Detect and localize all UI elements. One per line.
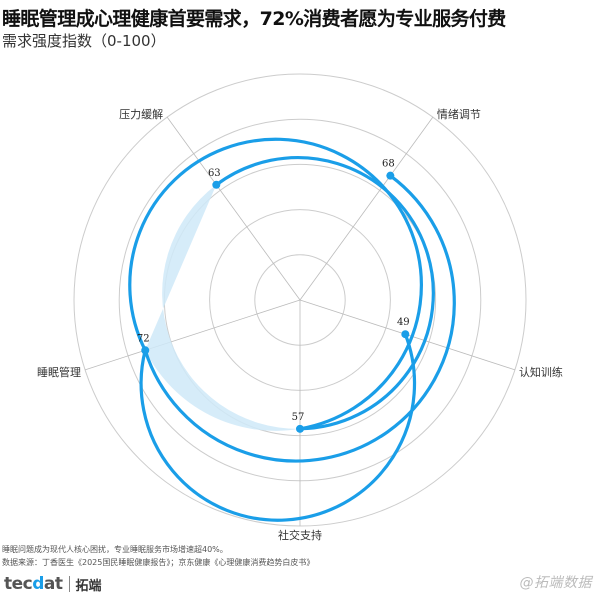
value-label-4: 72 bbox=[137, 333, 150, 344]
axis-spoke-1 bbox=[299, 116, 434, 301]
category-label-4: 睡眠管理 bbox=[37, 365, 81, 379]
value-label-5: 63 bbox=[208, 168, 221, 179]
series-arc-1 bbox=[143, 174, 456, 463]
series-arc-4 bbox=[214, 156, 435, 431]
brand-logo-cn: 拓端 bbox=[75, 578, 102, 594]
data-point-1 bbox=[386, 171, 395, 180]
category-label-3: 社交支持 bbox=[278, 528, 322, 542]
series-arc-3 bbox=[128, 137, 423, 431]
value-label-1: 68 bbox=[382, 159, 395, 170]
category-label-1: 情绪调节 bbox=[437, 107, 481, 121]
category-label-5: 压力缓解 bbox=[119, 107, 163, 121]
radar-grid bbox=[73, 73, 527, 527]
chart-title: 睡眠管理成心理健康首要需求，72%消费者愿为专业服务付费 bbox=[2, 8, 506, 30]
category-label-2: 认知训练 bbox=[519, 365, 563, 379]
data-source: 数据来源：丁香医生《2025国民睡眠健康报告》；京东健康《心理健康消费趋势白皮书… bbox=[2, 558, 315, 567]
value-label-3: 57 bbox=[292, 412, 305, 423]
brand-logo: tecdat 拓端 bbox=[4, 573, 102, 595]
data-point-3 bbox=[296, 424, 304, 433]
radar-series bbox=[128, 137, 456, 522]
logo-divider bbox=[68, 576, 70, 592]
footnote: 睡眠问题成为现代人核心困扰，专业睡眠服务市场增速超40%。 bbox=[2, 545, 228, 554]
value-label-2: 49 bbox=[397, 317, 410, 328]
data-point-5 bbox=[212, 180, 221, 189]
watermark: @拓端数据 bbox=[519, 575, 592, 591]
chart-subtitle: 需求强度指数（0-100） bbox=[2, 32, 166, 50]
data-point-4 bbox=[141, 346, 150, 355]
brand-logo-en: tecdat bbox=[4, 574, 63, 594]
series-fill-band bbox=[145, 184, 300, 431]
axis-spoke-4 bbox=[84, 299, 301, 371]
data-point-2 bbox=[401, 330, 410, 339]
series-arc-2 bbox=[139, 332, 417, 522]
axis-spoke-5 bbox=[166, 116, 301, 301]
